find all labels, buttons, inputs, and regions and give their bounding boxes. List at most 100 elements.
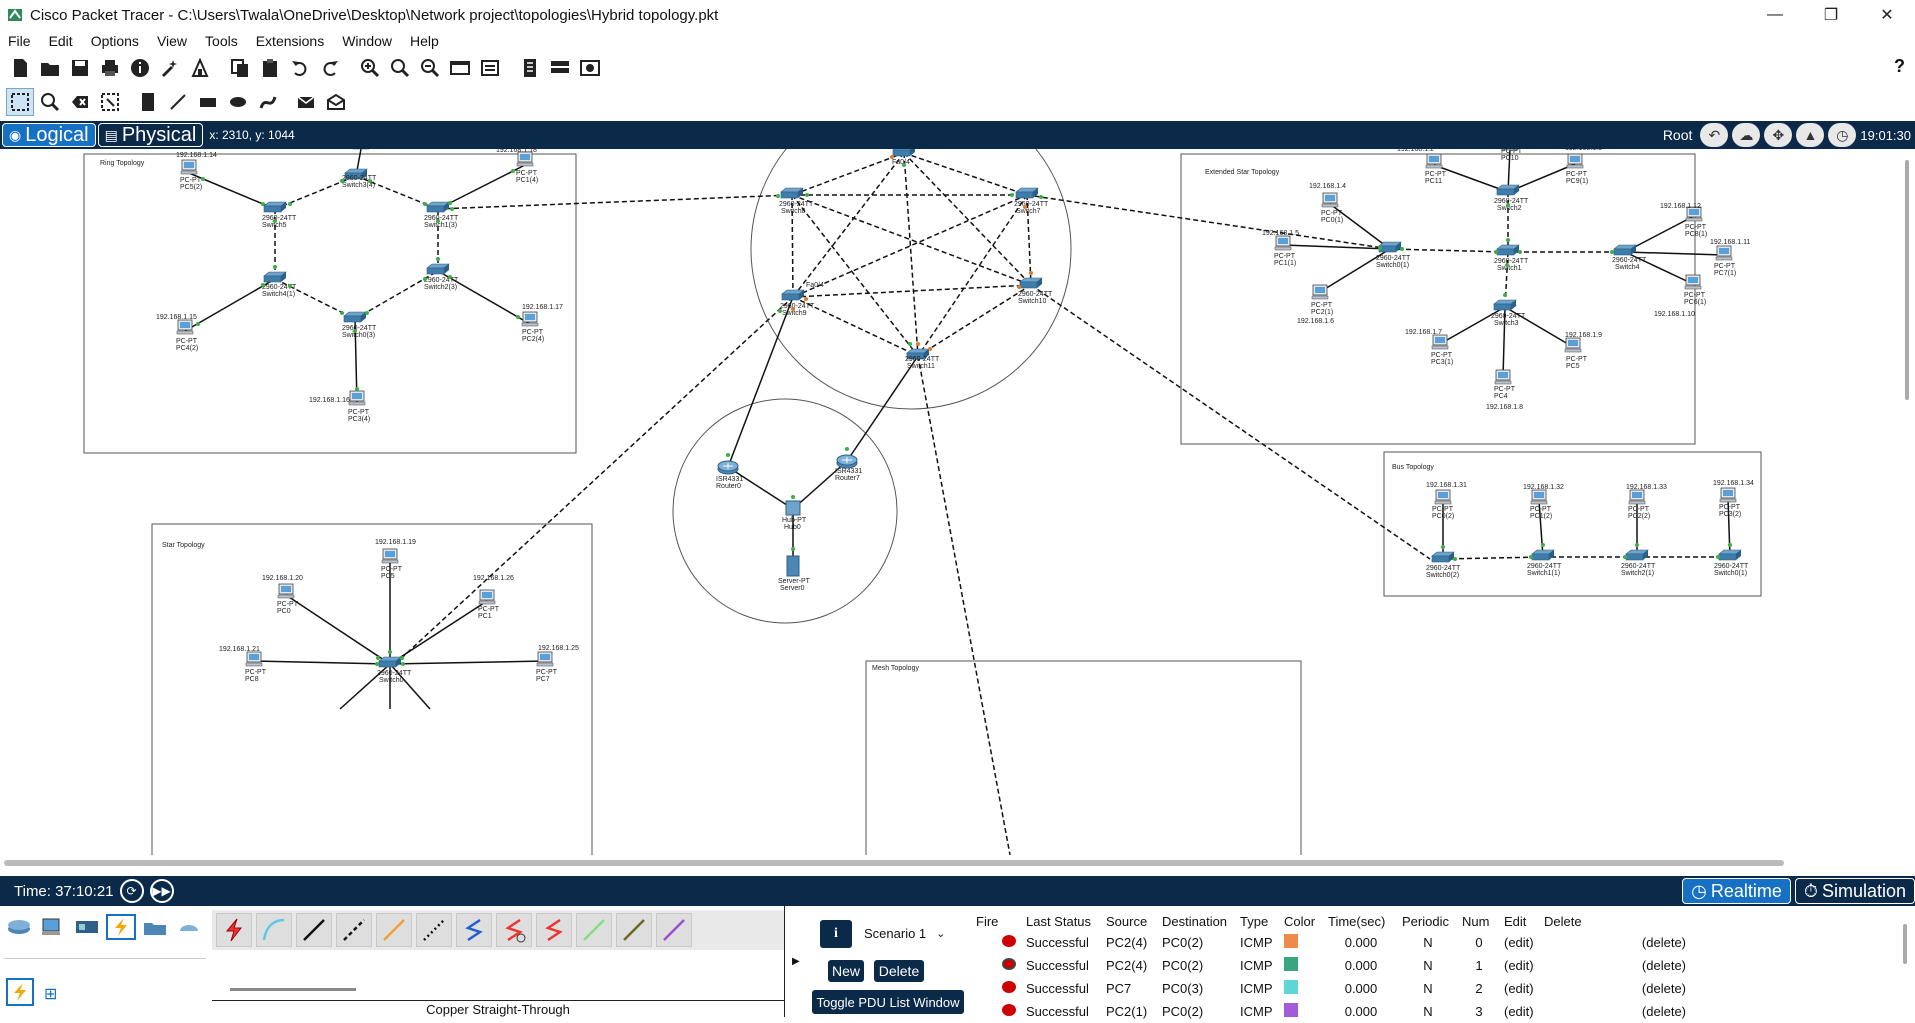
grid-icon[interactable]: ⊞	[44, 986, 58, 1003]
fast-forward-icon[interactable]: ▶▶	[149, 879, 174, 903]
multiuser-icon[interactable]	[174, 914, 204, 940]
end-devices-icon[interactable]	[38, 914, 68, 940]
menu-file[interactable]: File	[8, 33, 31, 49]
menu-view[interactable]: View	[156, 33, 188, 49]
help-icon[interactable]: ?	[1894, 56, 1905, 76]
connections-icon[interactable]	[106, 914, 136, 940]
straight-through-cable-icon[interactable]	[296, 913, 332, 947]
zoom-out-icon[interactable]	[416, 54, 444, 82]
screenshot-icon[interactable]	[576, 54, 604, 82]
background-icon[interactable]: ▲	[1796, 123, 1825, 147]
serial-dte-cable-icon[interactable]	[536, 913, 572, 947]
logical-workspace[interactable]: Ring Topology Extended Star Topology Bus…	[0, 149, 1915, 855]
menu-extensions[interactable]: Extensions	[255, 33, 325, 49]
physical-mode-button[interactable]: ▤Physical	[97, 123, 204, 147]
back-icon[interactable]: ↶	[1700, 123, 1729, 147]
network-devices-icon[interactable]	[4, 914, 34, 940]
paste-icon[interactable]	[256, 54, 284, 82]
menu-window[interactable]: Window	[342, 33, 392, 49]
menu-options[interactable]: Options	[90, 33, 139, 49]
move-icon[interactable]: ✥	[1764, 123, 1793, 147]
delete-link[interactable]: (delete)	[1641, 1004, 1686, 1019]
miscellaneous-icon[interactable]	[140, 914, 170, 940]
wizard-icon[interactable]	[156, 54, 184, 82]
serial-dce-cable-icon[interactable]	[496, 913, 532, 947]
delete-link[interactable]: (delete)	[1641, 935, 1686, 950]
activity-wizard-icon[interactable]	[186, 54, 214, 82]
inspect-icon[interactable]	[36, 88, 64, 116]
fire-button[interactable]	[972, 1000, 1022, 1023]
info-button[interactable]: i	[820, 920, 852, 948]
delete-scenario-button[interactable]: Delete	[874, 960, 924, 982]
new-scenario-button[interactable]: New	[828, 960, 864, 982]
crossover-cable-icon[interactable]	[336, 913, 372, 947]
edit-link[interactable]: (edit)	[1504, 958, 1534, 973]
logical-mode-button[interactable]: ◉Logical	[2, 123, 96, 147]
edit-link[interactable]: (edit)	[1504, 981, 1534, 996]
delete-link[interactable]: (delete)	[1641, 958, 1686, 973]
close-button[interactable]: ✕	[1880, 7, 1894, 24]
complex-pdu-icon[interactable]	[322, 88, 350, 116]
select-tool-icon[interactable]	[6, 88, 34, 116]
delete-tool-icon[interactable]	[66, 88, 94, 116]
maximize-button[interactable]: ❐	[1823, 7, 1839, 24]
collapse-arrow-icon[interactable]: ▶	[792, 956, 800, 967]
vertical-scrollbar[interactable]	[1905, 160, 1909, 400]
copy-icon[interactable]	[226, 54, 254, 82]
clock-icon[interactable]: ◷	[1828, 123, 1857, 147]
fire-button[interactable]	[972, 931, 1022, 954]
drawing-palette-icon[interactable]	[446, 54, 474, 82]
info-icon[interactable]	[126, 54, 154, 82]
print-icon[interactable]	[96, 54, 124, 82]
notes-icon[interactable]	[516, 54, 544, 82]
save-icon[interactable]	[66, 54, 94, 82]
zoom-in-icon[interactable]	[356, 54, 384, 82]
undo-icon[interactable]	[286, 54, 314, 82]
edit-link[interactable]: (edit)	[1504, 935, 1534, 950]
phone-cable-icon[interactable]	[416, 913, 452, 947]
coaxial-cable-icon[interactable]	[456, 913, 492, 947]
freeform-icon[interactable]	[254, 88, 282, 116]
fiber-cable-icon[interactable]	[376, 913, 412, 947]
place-note-icon[interactable]	[134, 88, 162, 116]
palette-scrollbar[interactable]	[230, 988, 356, 991]
horizontal-scrollbar[interactable]	[4, 860, 1784, 866]
menu-help[interactable]: Help	[410, 33, 439, 49]
console-cable-icon[interactable]	[256, 913, 292, 947]
menu-edit[interactable]: Edit	[48, 33, 73, 49]
draw-ellipse-icon[interactable]	[224, 88, 252, 116]
iot-cable-icon[interactable]	[616, 913, 652, 947]
resize-shape-icon[interactable]	[96, 88, 124, 116]
redo-icon[interactable]	[316, 54, 344, 82]
octal-cable-icon[interactable]	[576, 913, 612, 947]
simulation-button[interactable]: ⏱Simulation	[1794, 878, 1915, 904]
scenario-select[interactable]: Scenario 1⌄	[864, 926, 945, 941]
usb-cable-icon[interactable]	[656, 913, 692, 947]
device-template-icon[interactable]	[546, 54, 574, 82]
pdu-scrollbar[interactable]	[1903, 924, 1907, 964]
toggle-pdu-list-button[interactable]: Toggle PDU List Window	[812, 990, 964, 1014]
draw-line-icon[interactable]	[164, 88, 192, 116]
menu-tools[interactable]: Tools	[205, 33, 238, 49]
realtime-button[interactable]: ◷Realtime	[1682, 878, 1791, 904]
power-cycle-icon[interactable]: ⟳	[119, 879, 144, 903]
connections-sub-icon[interactable]	[6, 978, 34, 1006]
new-file-icon[interactable]	[6, 54, 34, 82]
fire-button[interactable]	[972, 977, 1022, 1000]
fire-button[interactable]	[972, 954, 1022, 977]
simple-pdu-icon[interactable]	[292, 88, 320, 116]
minimize-button[interactable]: —	[1767, 6, 1783, 23]
custom-device-icon[interactable]	[476, 54, 504, 82]
components-icon[interactable]	[72, 914, 102, 940]
cluster-icon[interactable]: ☁	[1732, 123, 1761, 147]
edit-link[interactable]: (edit)	[1504, 1004, 1534, 1019]
open-folder-icon[interactable]	[36, 54, 64, 82]
auto-cable-icon[interactable]	[216, 913, 252, 947]
delete-link[interactable]: (delete)	[1641, 981, 1686, 996]
zoom-reset-icon[interactable]	[386, 54, 414, 82]
